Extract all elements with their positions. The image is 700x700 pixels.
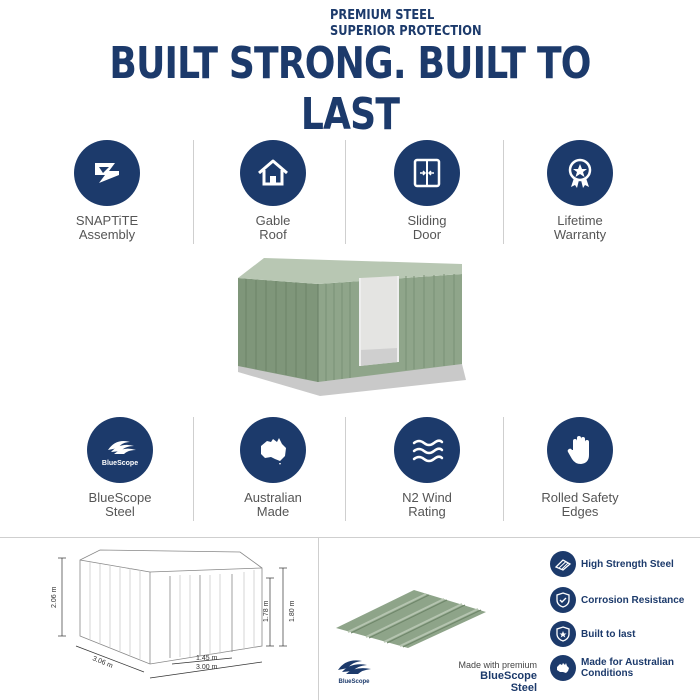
benefit-item: High Strength Steel xyxy=(550,551,674,577)
made-with-text: Made with premium xyxy=(458,660,537,670)
made-with-brand: BlueScope Steel xyxy=(480,670,537,694)
dim-wall-height: 1.80 m xyxy=(289,600,296,622)
divider xyxy=(193,140,194,244)
benefit-label: Built to last xyxy=(581,628,636,640)
dim-door-width: 1.45 m xyxy=(196,655,218,662)
divider xyxy=(193,417,194,521)
steel-sheet-image xyxy=(330,588,490,650)
benefit-label: Made for Australian Conditions xyxy=(581,657,674,679)
feature-snaptite: SNAPTiTE Assembly xyxy=(32,140,182,242)
divider xyxy=(345,140,346,244)
benefit-label: High Strength Steel xyxy=(581,558,674,570)
headline: BUILT STRONG. BUILT TO LAST xyxy=(109,38,591,140)
bluescope-badge-text: BlueScope xyxy=(102,460,138,467)
feature-wind-rating: N2 Wind Rating xyxy=(352,417,502,519)
feature-row-bottom: BlueScope BlueScope Steel Australian Mad… xyxy=(0,417,700,525)
benefit-item: Built to last xyxy=(550,621,635,647)
divider xyxy=(318,538,319,700)
feature-gable-roof: Gable Roof xyxy=(198,140,348,242)
shed-image xyxy=(230,254,470,404)
made-with-premium: Made with premium BlueScope Steel xyxy=(451,660,537,694)
steel-sheet-icon xyxy=(550,551,576,577)
shield-check-icon xyxy=(550,587,576,613)
australia-map-icon xyxy=(550,655,576,681)
feature-bluescope: BlueScope BlueScope Steel xyxy=(45,417,195,519)
feature-row-top: SNAPTiTE Assembly Gable Roof Sliding Doo… xyxy=(0,140,700,248)
feature-label: Sliding Door xyxy=(407,213,447,242)
feature-sliding-door: Sliding Door xyxy=(352,140,502,242)
feature-label: Lifetime Warranty xyxy=(553,213,607,242)
benefit-item: Made for Australian Conditions xyxy=(550,655,674,681)
wind-icon xyxy=(394,417,460,483)
hand-icon xyxy=(547,417,613,483)
bottom-panel: 2.06 m 1.78 m 1.80 m 1.45 m 3.00 m 3.06 … xyxy=(0,537,700,700)
premium-title-line2: SUPERIOR PROTECTION xyxy=(330,24,482,39)
gable-roof-icon xyxy=(240,140,306,206)
dim-door-height: 1.78 m xyxy=(263,600,270,622)
benefit-item: Corrosion Resistance xyxy=(550,587,684,613)
sliding-door-icon xyxy=(394,140,460,206)
feature-rolled-edges: Rolled Safety Edges xyxy=(505,417,655,519)
dim-width: 3.00 m xyxy=(196,664,218,671)
feature-label: N2 Wind Rating xyxy=(402,490,452,519)
snaptite-icon xyxy=(74,140,140,206)
bluescope-logo-text: BlueScope xyxy=(338,679,370,685)
bluescope-logo-icon: BlueScope xyxy=(87,417,153,483)
australia-map-icon xyxy=(240,417,306,483)
feature-label: BlueScope Steel xyxy=(88,490,152,519)
premium-title-line1: PREMIUM STEEL xyxy=(330,8,435,23)
feature-warranty: Lifetime Warranty xyxy=(505,140,655,242)
benefit-label: Corrosion Resistance xyxy=(581,594,685,606)
divider xyxy=(503,417,504,521)
feature-label: Rolled Safety Edges xyxy=(541,490,619,519)
feature-label: SNAPTiTE Assembly xyxy=(75,213,139,242)
dimension-drawing: 2.06 m 1.78 m 1.80 m 1.45 m 3.00 m 3.06 … xyxy=(0,538,318,700)
dim-depth: 3.06 m xyxy=(91,655,114,670)
warranty-badge-icon xyxy=(547,140,613,206)
shield-star-icon xyxy=(550,621,576,647)
feature-label: Gable Roof xyxy=(255,213,291,242)
bluescope-logo: BlueScope xyxy=(334,656,374,686)
feature-australian-made: Australian Made xyxy=(198,417,348,519)
dim-height-front: 2.06 m xyxy=(51,586,58,608)
feature-label: Australian Made xyxy=(244,490,302,519)
divider xyxy=(503,140,504,244)
premium-steel-heading: PREMIUM STEEL SUPERIOR PROTECTION xyxy=(330,8,530,40)
divider xyxy=(345,417,346,521)
